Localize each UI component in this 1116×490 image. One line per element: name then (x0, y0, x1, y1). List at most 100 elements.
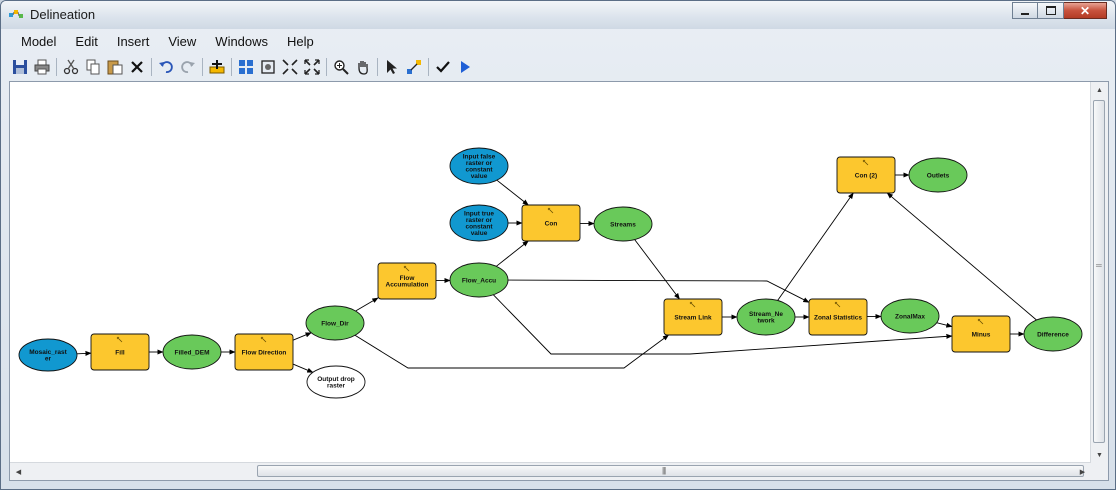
select-button[interactable] (381, 56, 403, 78)
node-flowdir_tool[interactable]: Flow Direction (234, 333, 294, 371)
node-streamlink[interactable]: Stream Link (663, 298, 723, 336)
node-con[interactable]: Con (521, 204, 581, 242)
copy-icon (86, 59, 100, 75)
connector-flowdir-to-streamlink[interactable] (354, 334, 670, 369)
connector-difference-to-con2[interactable] (886, 192, 1037, 321)
zoom-to-fit-button[interactable] (301, 56, 323, 78)
node-streams[interactable]: Streams (593, 206, 653, 242)
full-extent-icon (261, 60, 275, 74)
menu-edit[interactable]: Edit (75, 34, 98, 49)
connector-flowacc-to-minus[interactable] (493, 294, 953, 355)
hammer-icon (547, 207, 554, 214)
full-extent-button[interactable] (257, 56, 279, 78)
node-fill[interactable]: Fill (90, 333, 150, 371)
vertical-scrollbar[interactable]: ▲ ═ ▼ (1090, 82, 1108, 464)
menu-windows[interactable]: Windows (215, 34, 269, 49)
pan-button[interactable] (352, 56, 374, 78)
scroll-down-icon[interactable]: ▼ (1096, 452, 1103, 459)
connector-mosaic-to-fill[interactable] (76, 350, 92, 356)
node-label-line: Flow Direction (242, 349, 287, 356)
connector-inputfalse-to-con[interactable] (496, 179, 529, 206)
add-data-button[interactable] (206, 56, 228, 78)
node-flowdir[interactable]: Flow_Dir (305, 305, 365, 341)
scroll-right-icon[interactable]: ▶ (1079, 468, 1086, 476)
scroll-left-icon[interactable]: ◀ (15, 468, 22, 476)
pan-icon (358, 61, 368, 75)
run-button[interactable] (454, 56, 476, 78)
derived-shape (880, 298, 940, 334)
minimize-button[interactable] (1012, 2, 1038, 19)
toolbar-separator (56, 58, 57, 76)
connector-streams-to-streamlink[interactable] (634, 239, 680, 300)
node-outlets[interactable]: Outlets (908, 157, 968, 193)
vertical-scroll-thumb[interactable]: ═ (1093, 100, 1105, 443)
connector-streamnet-to-con2[interactable] (777, 192, 854, 301)
zoom-in-button[interactable] (330, 56, 352, 78)
save-button[interactable] (9, 56, 31, 78)
cut-button[interactable] (60, 56, 82, 78)
node-zonal[interactable]: Zonal Statistics (808, 298, 868, 336)
menu-insert[interactable]: Insert (116, 34, 150, 49)
validate-button[interactable] (432, 56, 454, 78)
node-minus[interactable]: Minus (951, 315, 1011, 353)
menu-model[interactable]: Model (21, 34, 57, 49)
node-con2[interactable]: Con (2) (836, 156, 896, 194)
connector-flowdir_tool-to-flowdir[interactable] (292, 332, 312, 341)
node-filled[interactable]: Filled_DEM (162, 334, 222, 370)
maximize-button[interactable] (1038, 2, 1064, 19)
menu-view[interactable]: View (168, 34, 197, 49)
title-bar[interactable]: Delineation ✕ (1, 1, 1115, 29)
toolbar-separator (377, 58, 378, 76)
node-difference[interactable]: Difference (1023, 316, 1083, 352)
horizontal-scrollbar[interactable]: ◀ ||| ▶ (10, 462, 1091, 480)
connector-flowdir_tool-to-droprast[interactable] (292, 363, 314, 373)
print-button[interactable] (31, 56, 53, 78)
menu-help[interactable]: Help (287, 34, 314, 49)
node-label-line: twork (757, 318, 775, 325)
node-flowacc[interactable]: Flow_Accu (449, 262, 509, 298)
node-label-line: value (471, 230, 488, 237)
toolbar-separator (326, 58, 327, 76)
horizontal-scroll-thumb[interactable]: ||| (257, 465, 1084, 477)
close-icon: ✕ (1079, 3, 1091, 18)
copy-button[interactable] (82, 56, 104, 78)
node-label-line: Fill (115, 349, 125, 356)
node-label-line: constant (465, 167, 493, 174)
fit-button[interactable] (279, 56, 301, 78)
node-label: Stream Link (674, 314, 712, 321)
close-button[interactable]: ✕ (1064, 2, 1107, 19)
redo-button[interactable] (177, 56, 199, 78)
node-label-line: ZonalMax (895, 313, 925, 320)
connector-flowacc-to-zonal[interactable] (507, 279, 810, 303)
connector-zonalmax-to-minus[interactable] (936, 322, 953, 328)
connector-flowdir-to-flowacc_tool[interactable] (355, 297, 379, 312)
scroll-up-icon[interactable]: ▲ (1096, 87, 1103, 94)
paste-button[interactable] (104, 56, 126, 78)
node-label-line: Streams (610, 221, 636, 228)
connect-button[interactable] (403, 56, 425, 78)
auto-layout-button[interactable] (235, 56, 257, 78)
delete-button[interactable] (126, 56, 148, 78)
node-label: Minus (972, 331, 991, 338)
toolbar-separator (202, 58, 203, 76)
redo-icon (181, 61, 195, 73)
node-zonalmax[interactable]: ZonalMax (880, 298, 940, 334)
undo-button[interactable] (155, 56, 177, 78)
connector-flowacc-to-con[interactable] (496, 240, 529, 267)
node-label-line: Mosaic_rast (29, 349, 67, 356)
scroll-corner (1091, 463, 1108, 480)
empty-shape (306, 365, 366, 399)
hammer-icon (116, 336, 123, 343)
tool-shape (951, 315, 1011, 353)
hammer-icon (834, 301, 841, 308)
auto-layout-icon (239, 60, 253, 74)
